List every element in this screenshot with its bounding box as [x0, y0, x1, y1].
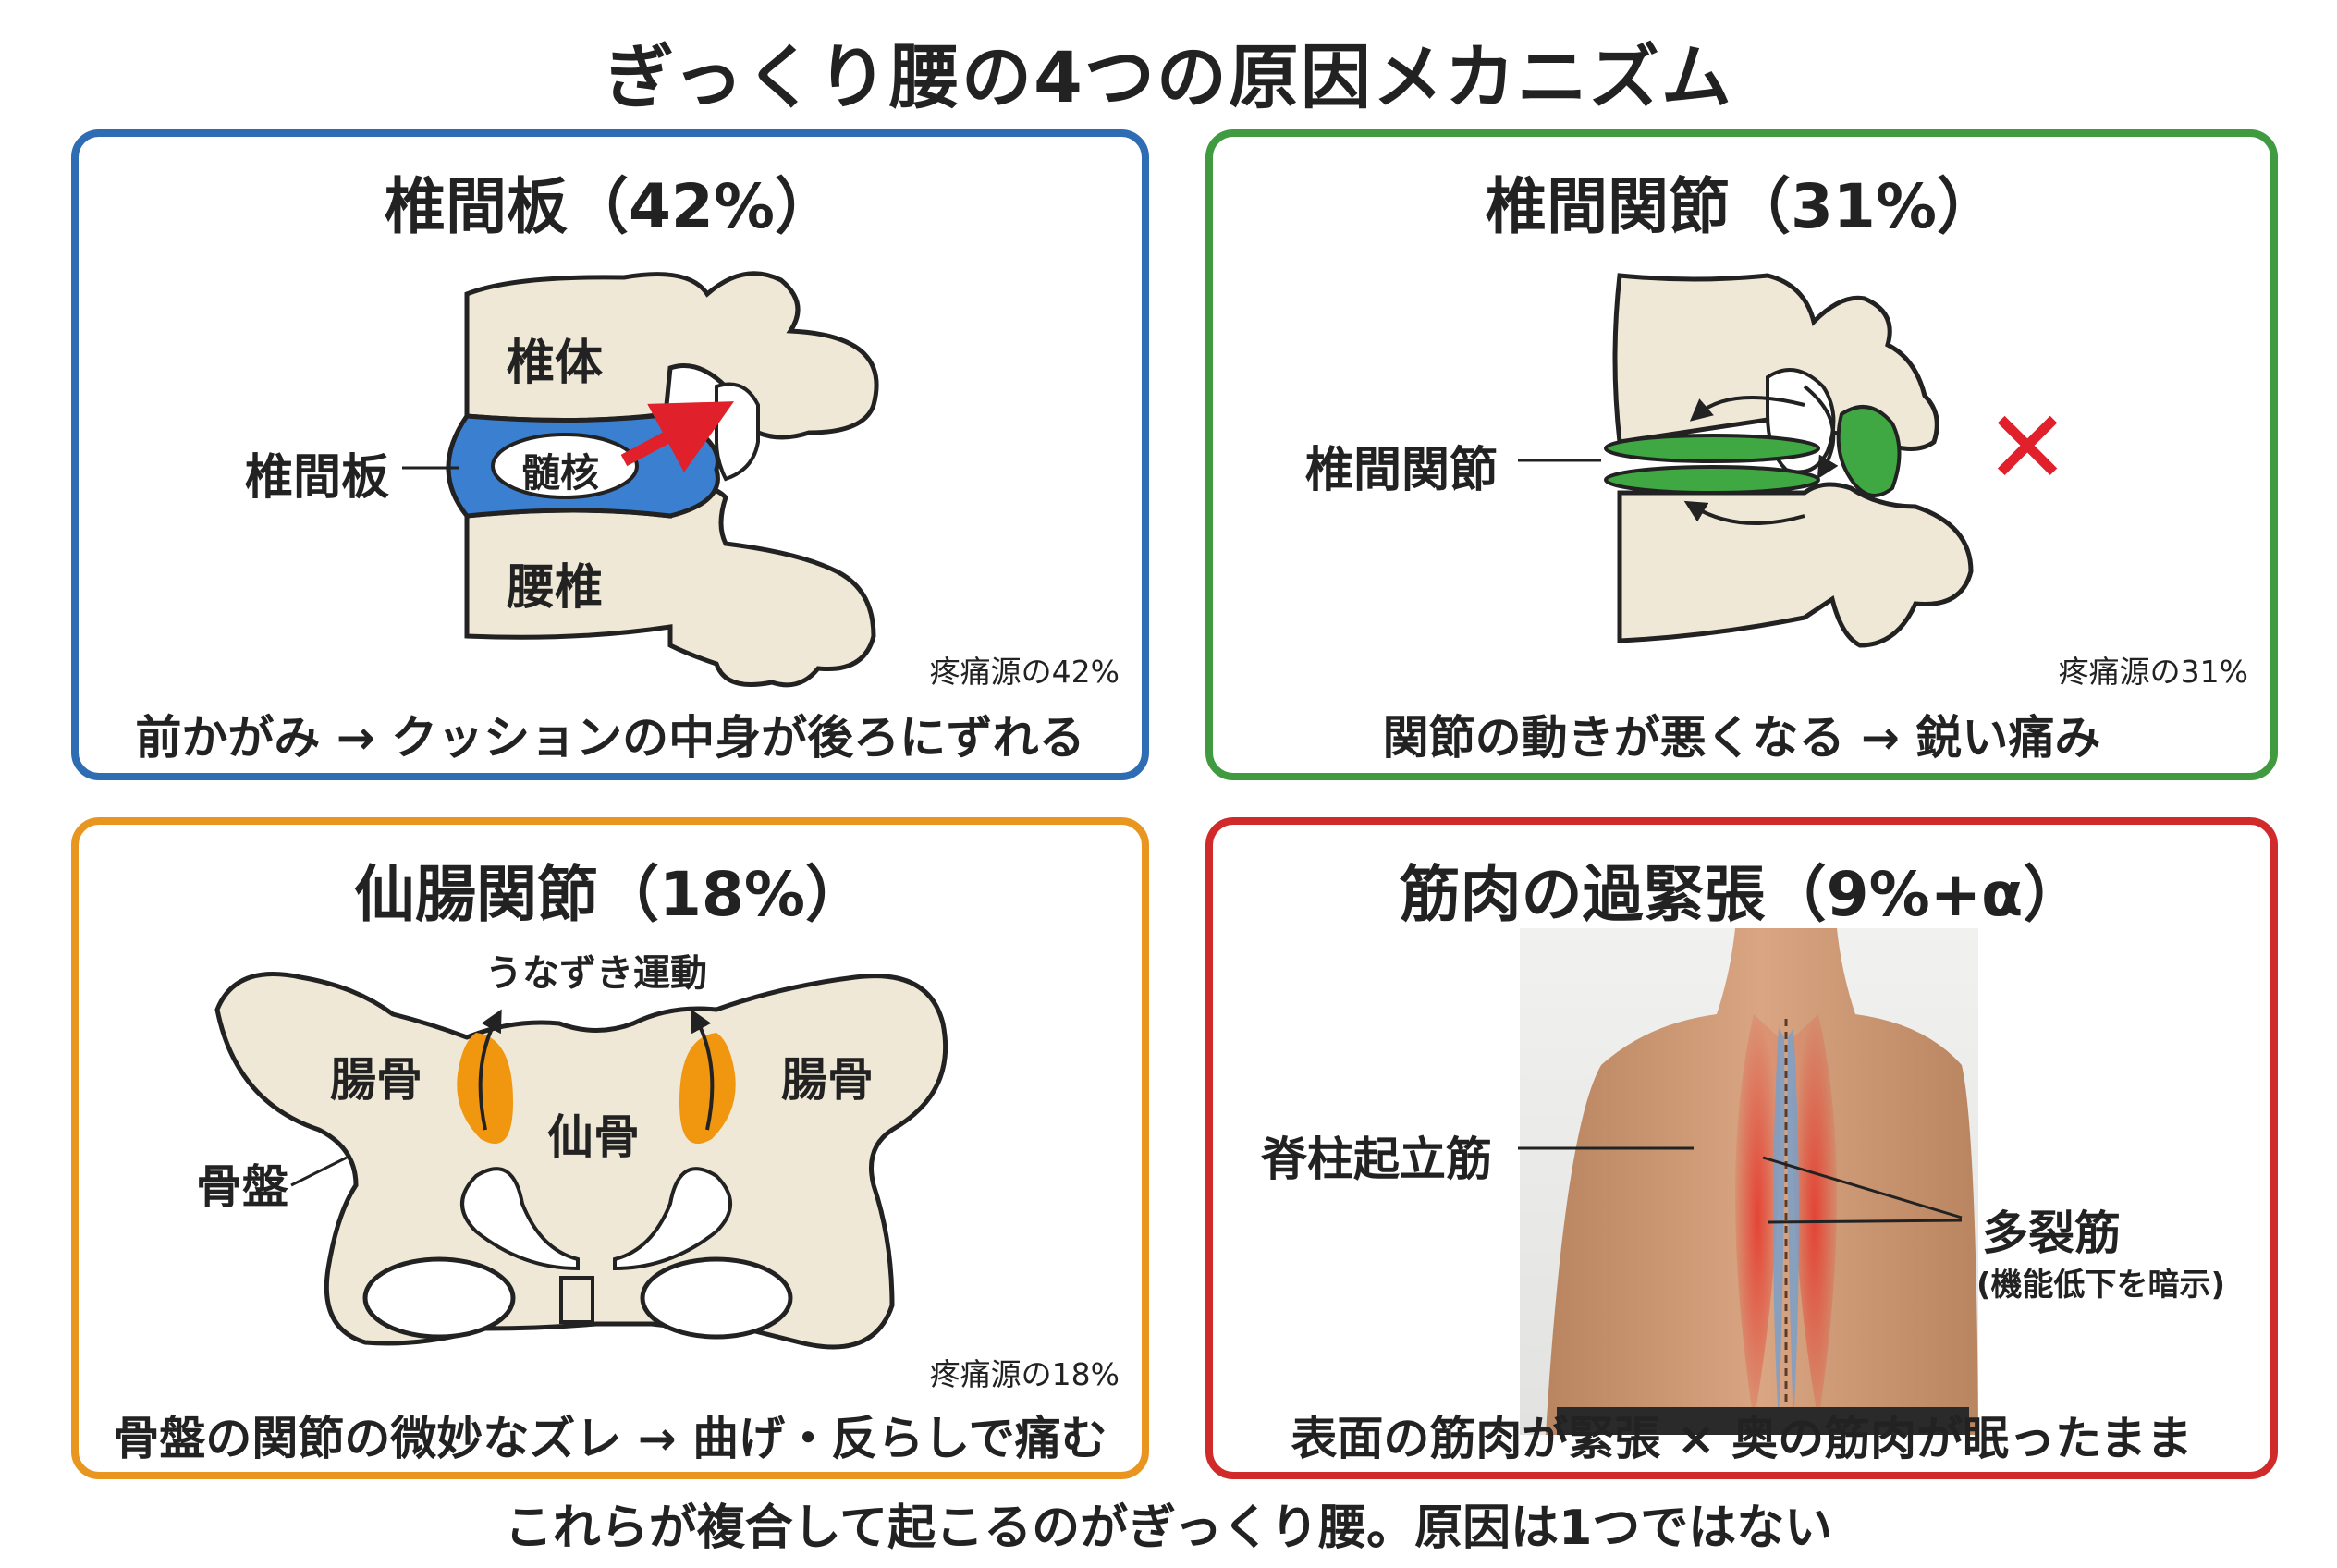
back-illustration: [1518, 928, 1978, 1435]
pelvis-leader: [290, 1156, 348, 1187]
multifidus-left: [1773, 1028, 1785, 1426]
motion-arrow-2: [1683, 500, 1805, 525]
label-pelvis: 骨盤: [196, 1160, 288, 1214]
label-ilium-right: 腸骨: [781, 1053, 874, 1107]
panel-caption: 骨盤の関節の微妙なズレ → 曲げ・反らしで痛む: [113, 1412, 1107, 1465]
sacral-notch-right: [613, 1167, 732, 1271]
shift-arrow: [620, 401, 735, 472]
motion-arrow-1: [1689, 396, 1805, 422]
lower-vertebra: [1617, 482, 1974, 648]
obturator-right: [640, 1256, 793, 1340]
panel-title: 筋肉の過緊張（9%+α）: [1399, 859, 2085, 930]
panel-caption: 関節の動きが悪くなる → 鋭い痛み: [1382, 711, 2101, 765]
cross-icon: ✕: [1985, 388, 2071, 507]
facet-upper: [1604, 434, 1820, 463]
pelvis-illustration: [214, 972, 948, 1350]
panel-muscle: 筋肉の過緊張（9%+α） 脊柱起立筋 多裂筋 (機能低下を暗示) 表面の筋肉が緊…: [1205, 817, 2278, 1479]
panel-title: 椎間関節（31%）: [1486, 171, 1998, 242]
obturator-left: [362, 1256, 516, 1340]
erector-right: [1792, 1014, 1837, 1421]
si-joint-right: [679, 1033, 736, 1144]
facet-lower: [1604, 465, 1820, 495]
multifidus-leader-2: [1767, 1219, 1963, 1224]
nod-arrow-right: [691, 1009, 715, 1131]
spinal-canal: [715, 382, 760, 482]
label-sacrum: 仙骨: [547, 1110, 640, 1164]
panel-disc: 椎間板（42%） 椎体 髄核 腰椎 椎間板 疼痛源の42% 前かがみ → クッシ…: [71, 129, 1149, 780]
label-erector: 脊柱起立筋: [1261, 1133, 1492, 1186]
panel-title: 仙腸関節（18%）: [354, 859, 866, 930]
panel-title: 椎間板（42%）: [385, 171, 836, 242]
panel-facet: 椎間関節（31%） 椎間関節 ✕ 疼痛源の31% 関節の動きが悪くなる → 鋭い…: [1205, 129, 2278, 780]
facet-illustration: [1518, 273, 1974, 648]
label-multifidus: 多裂筋: [1982, 1207, 2121, 1260]
panel-caption: 表面の筋肉が緊張 × 奥の筋肉が眠ったまま: [1291, 1412, 2193, 1465]
label-nodding: うなずき運動: [485, 952, 707, 995]
multifidus-right: [1787, 1028, 1799, 1426]
erector-left: [1735, 1014, 1780, 1421]
panel-caption: 前かがみ → クッションの中身が後ろにずれる: [135, 711, 1085, 765]
si-joint-left: [457, 1033, 513, 1144]
footer-summary: これらが複合して起こるのがぎっくり腰。原因は1つではない: [504, 1501, 1833, 1556]
page-title: ぎっくり腰の4つの原因メカニズム: [604, 36, 1733, 118]
label-multifidus-note: (機能低下を暗示): [1976, 1267, 2226, 1304]
source-note: 疼痛源の42%: [929, 654, 1120, 690]
pubic-symphysis: [559, 1276, 594, 1324]
facet-right: [1836, 405, 1902, 497]
motion-arrow-3: [1803, 385, 1839, 480]
nucleus-pulposus: [491, 433, 639, 499]
multifidus-leader-1: [1762, 1156, 1963, 1219]
label-facet-joint: 椎間関節: [1305, 443, 1499, 498]
nod-arrow-left: [478, 1009, 502, 1131]
panel-sacroiliac: 仙腸関節（18%） うなずき運動 腸骨 腸骨 仙骨 骨盤 疼痛源の18% 骨盤の…: [71, 817, 1149, 1479]
upper-vertebra: [464, 271, 879, 440]
label-nucleus: 髄核: [521, 450, 600, 496]
source-note: 疼痛源の18%: [929, 1356, 1120, 1392]
waistband: [1557, 1407, 1969, 1435]
label-disc: 椎間板: [245, 450, 390, 506]
sacral-notch-left: [460, 1167, 580, 1271]
source-note: 疼痛源の31%: [2058, 654, 2248, 690]
label-lumbar: 腰椎: [507, 560, 604, 616]
label-ilium-left: 腸骨: [330, 1053, 422, 1107]
disc-illustration: [402, 271, 879, 688]
label-vertebral-body: 椎体: [507, 336, 604, 391]
